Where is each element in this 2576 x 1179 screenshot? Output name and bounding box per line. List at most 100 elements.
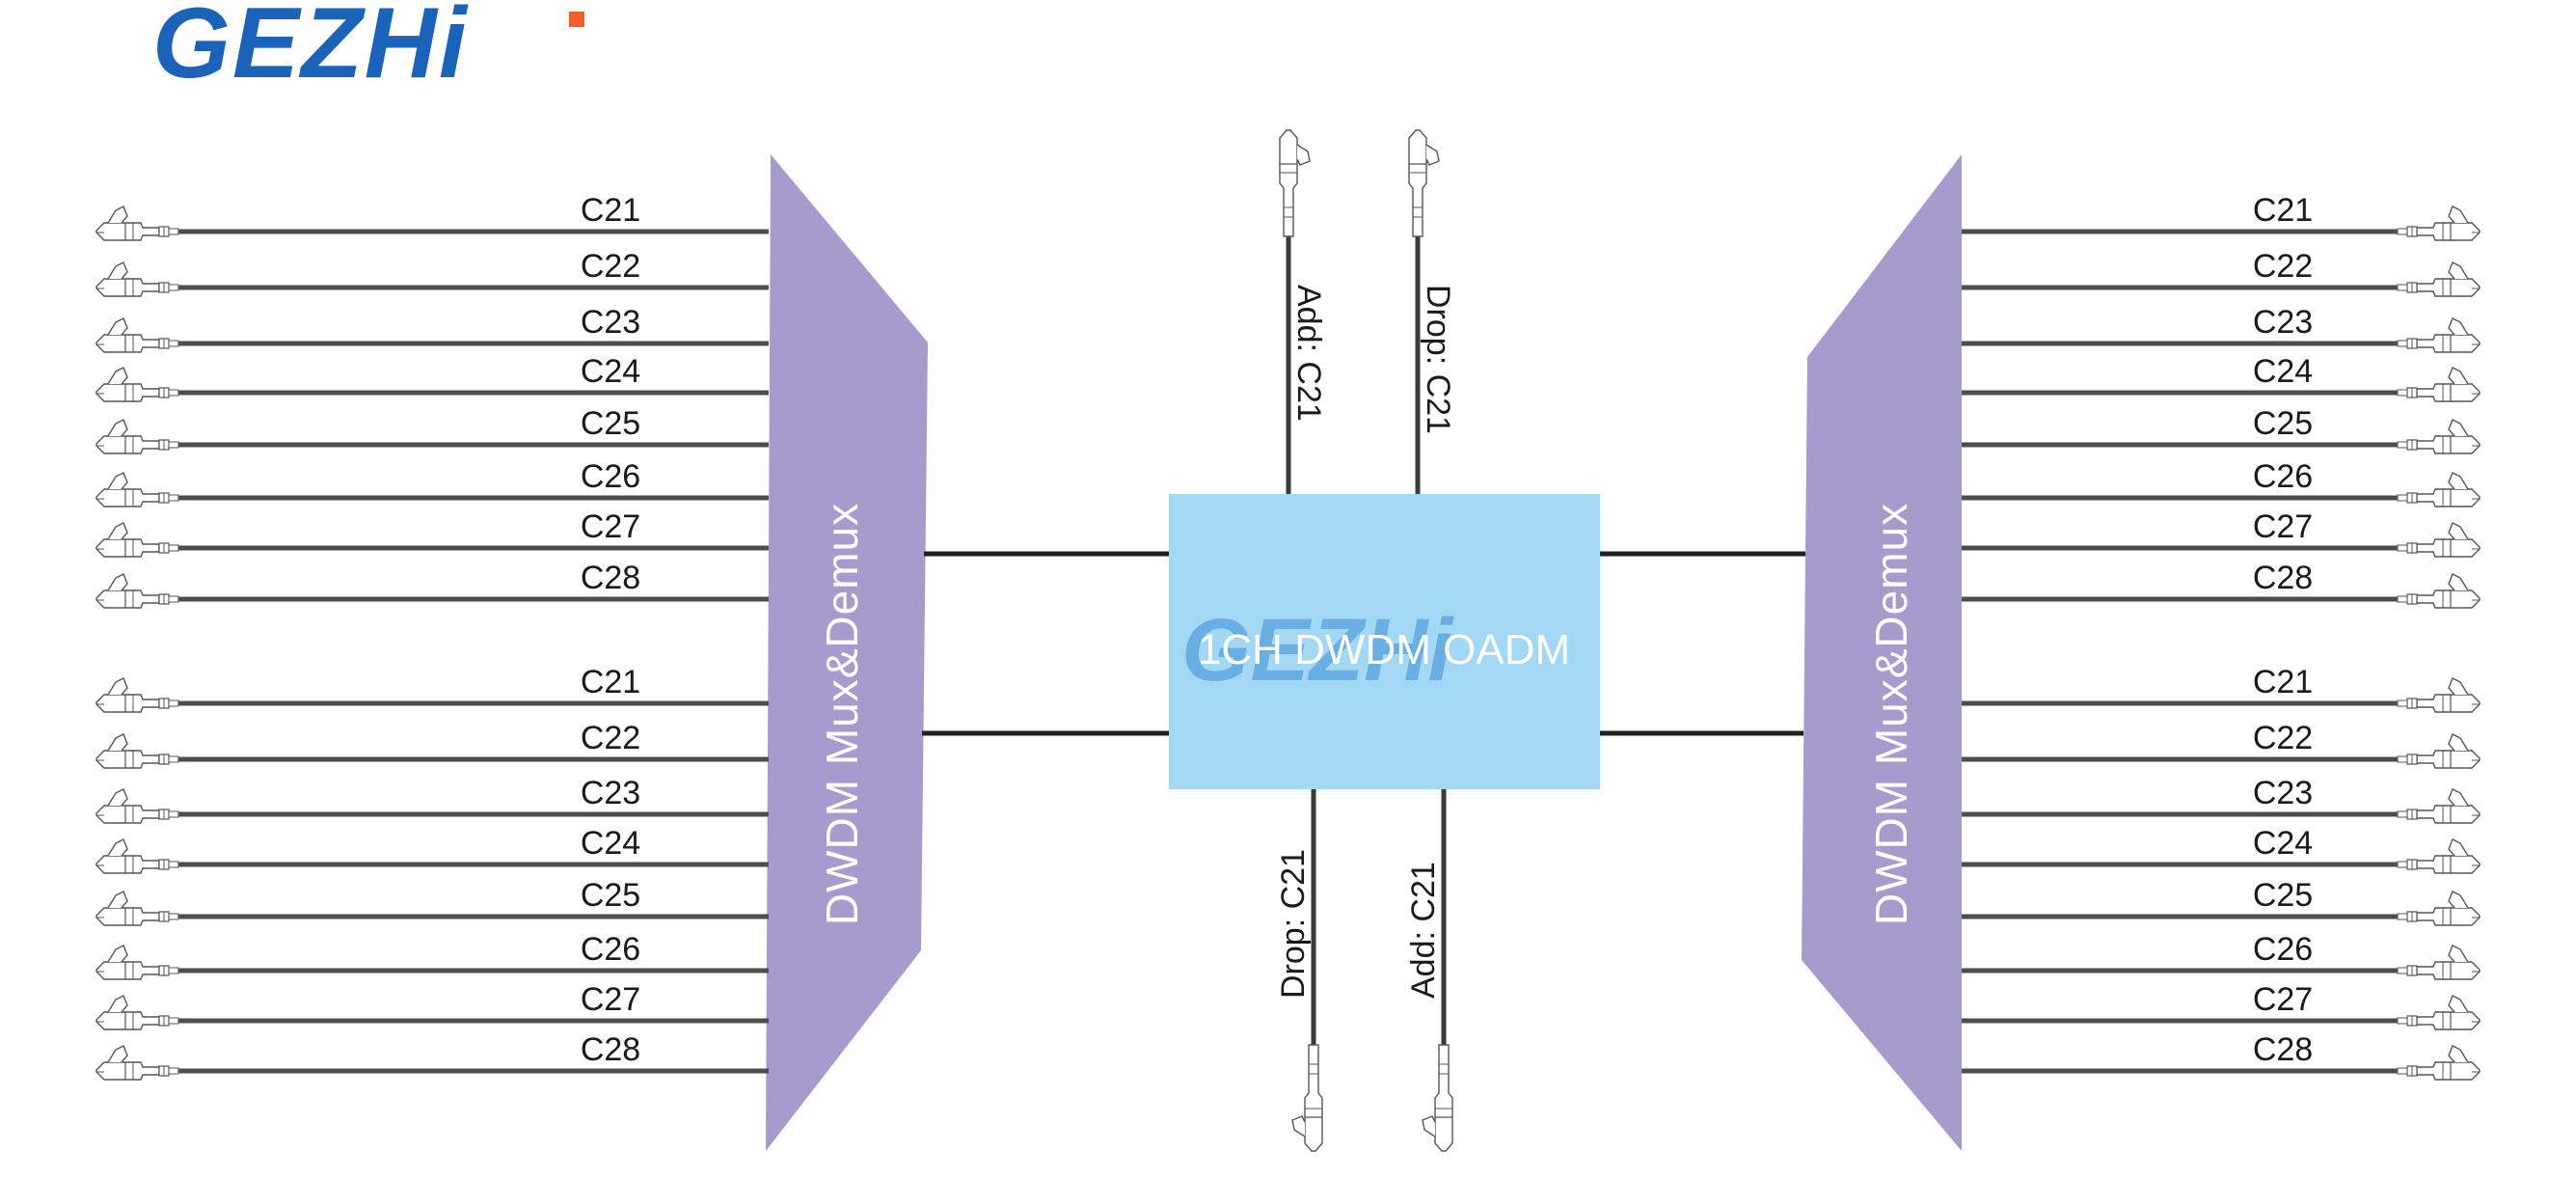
- channel-row: C26: [95, 931, 769, 980]
- lc-connector-icon: [2397, 891, 2481, 926]
- lc-connector-icon: [95, 573, 179, 609]
- port-label-bottom-right: Add: C21: [1405, 862, 1442, 999]
- channel-label: C24: [581, 353, 640, 390]
- channel-row: C21: [1962, 664, 2481, 713]
- port-label-bottom-left: Drop: C21: [1275, 849, 1312, 999]
- lc-connector-icon: [95, 206, 179, 241]
- lc-connector-icon: [2397, 1045, 2481, 1081]
- add-drop-fibers: [1286, 236, 1447, 1045]
- lc-connector-icon: [1279, 129, 1311, 237]
- channel-row: C25: [95, 405, 769, 454]
- lc-connector-icon: [2397, 573, 2481, 609]
- channel-row: C28: [95, 560, 769, 609]
- oadm-watermark: GEZHi: [1181, 601, 1455, 699]
- channel-label: C28: [581, 560, 640, 596]
- channel-label: C25: [2253, 877, 2313, 914]
- channel-row: C27: [1962, 981, 2481, 1030]
- channel-label: C27: [581, 981, 640, 1018]
- left-channel-fibers: C21C22C23C24C25C26C27C28C21C22C23C24C25C…: [95, 192, 769, 1081]
- channel-row: C27: [95, 981, 769, 1030]
- channel-label: C25: [581, 877, 640, 914]
- channel-row: C27: [1962, 508, 2481, 558]
- lc-connector-icon: [95, 419, 179, 454]
- lc-connector-icon: [2397, 733, 2481, 769]
- lc-connector-icon: [95, 733, 179, 769]
- channel-row: C26: [95, 458, 769, 507]
- lc-connector-icon: [2397, 317, 2481, 353]
- channel-row: C22: [1962, 248, 2481, 297]
- port-label-top-right: Drop: C21: [1420, 285, 1456, 434]
- channel-row: C23: [1962, 775, 2481, 824]
- channel-label: C24: [2253, 353, 2313, 390]
- lc-connector-icon: [95, 838, 179, 874]
- lc-connector-icon: [2397, 838, 2481, 874]
- left-mux-demux-block: [766, 154, 928, 1151]
- channel-row: C25: [1962, 877, 2481, 926]
- brand-logo: GEZHi: [152, 0, 584, 99]
- lc-connector-icon: [95, 522, 179, 558]
- lc-connector-icon: [95, 891, 179, 926]
- channel-label: C21: [2253, 664, 2313, 700]
- channel-row: C21: [95, 664, 769, 713]
- lc-connector-icon: [95, 788, 179, 824]
- lc-connector-icon: [95, 677, 179, 713]
- channel-label: C24: [581, 825, 640, 862]
- channel-row: C23: [95, 775, 769, 824]
- channel-row: C28: [1962, 560, 2481, 609]
- channel-label: C21: [2253, 192, 2313, 229]
- channel-label: C23: [2253, 775, 2313, 811]
- channel-label: C22: [2253, 720, 2313, 756]
- channel-label: C28: [581, 1031, 640, 1068]
- lc-connector-icon: [2397, 472, 2481, 507]
- lc-connector-icon: [2397, 677, 2481, 713]
- channel-row: C25: [1962, 405, 2481, 454]
- lc-connector-icon: [95, 317, 179, 353]
- channel-row: C26: [1962, 458, 2481, 507]
- channel-row: C22: [1962, 720, 2481, 769]
- channel-label: C25: [581, 405, 640, 442]
- lc-connector-icon: [2397, 206, 2481, 241]
- lc-connector-icon: [2397, 367, 2481, 402]
- lc-connector-icon: [95, 472, 179, 507]
- channel-label: C26: [581, 458, 640, 495]
- lc-connector-icon: [2397, 261, 2481, 297]
- channel-label: C23: [2253, 304, 2313, 341]
- channel-row: C28: [1962, 1031, 2481, 1081]
- channel-row: C22: [95, 720, 769, 769]
- oadm-module: [1169, 494, 1600, 789]
- channel-label: C21: [581, 192, 640, 229]
- channel-label: C26: [581, 931, 640, 968]
- lc-connector-icon: [95, 261, 179, 297]
- lc-connector-icon: [95, 995, 179, 1030]
- logo-text: GEZHi: [152, 0, 469, 99]
- channel-row: C22: [95, 248, 769, 297]
- channel-label: C22: [581, 248, 640, 285]
- channel-row: C26: [1962, 931, 2481, 980]
- channel-label: C23: [581, 304, 640, 341]
- lc-connector-icon: [1408, 129, 1440, 237]
- channel-label: C25: [2253, 405, 2313, 442]
- lc-connector-icon: [2397, 945, 2481, 980]
- channel-row: C27: [95, 508, 769, 558]
- logo-accent-dot: [569, 12, 584, 27]
- channel-label: C26: [2253, 458, 2313, 495]
- lc-connector-icon: [1422, 1044, 1453, 1152]
- lc-connector-icon: [95, 367, 179, 402]
- channel-label: C26: [2253, 931, 2313, 968]
- lc-connector-icon: [2397, 788, 2481, 824]
- lc-connector-icon: [2397, 522, 2481, 558]
- channel-label: C27: [2253, 981, 2313, 1018]
- right-channel-fibers: C21C22C23C24C25C26C27C28C21C22C23C24C25C…: [1962, 192, 2481, 1081]
- right-mux-demux-block: [1802, 154, 1962, 1151]
- channel-row: C24: [1962, 353, 2481, 402]
- channel-row: C24: [1962, 825, 2481, 874]
- channel-label: C27: [2253, 508, 2313, 545]
- channel-row: C28: [95, 1031, 769, 1081]
- lc-connector-icon: [95, 1045, 179, 1081]
- channel-label: C28: [2253, 1031, 2313, 1068]
- lc-connector-icon: [2397, 995, 2481, 1030]
- channel-row: C23: [95, 304, 769, 353]
- channel-row: C24: [95, 353, 769, 402]
- port-label-top-left: Add: C21: [1290, 285, 1327, 422]
